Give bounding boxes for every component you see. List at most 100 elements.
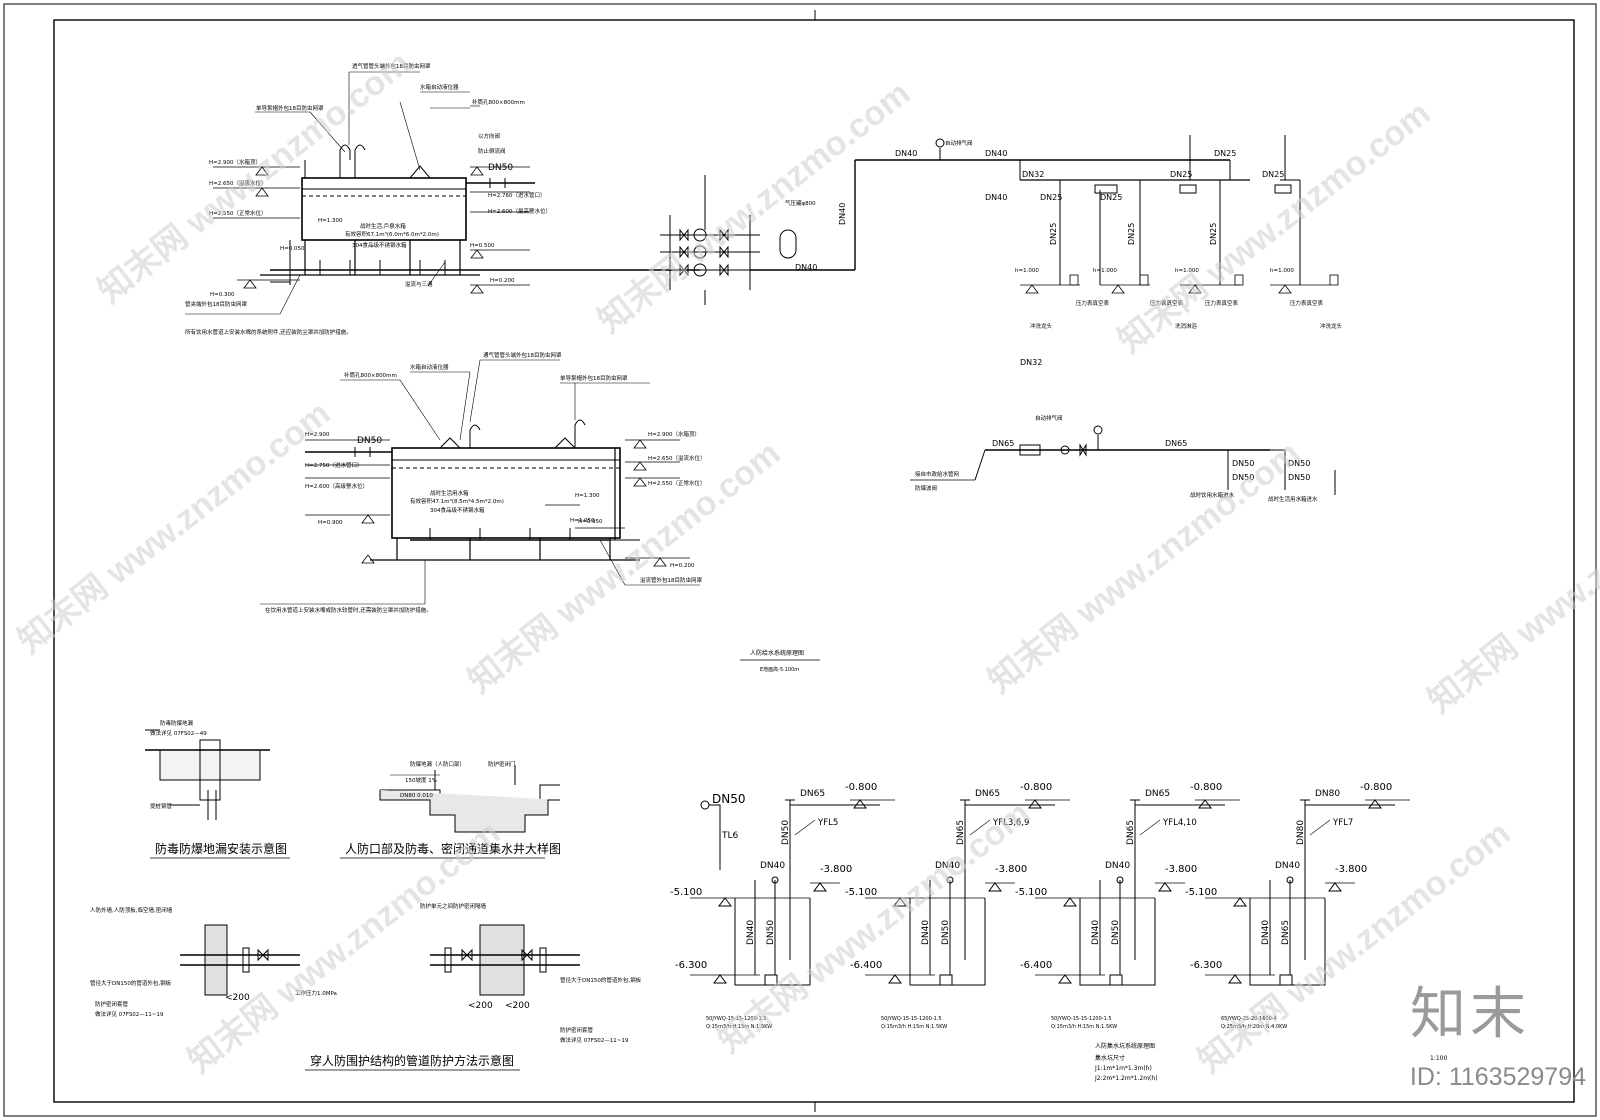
- leader2-2: 水箱自动液位器: [410, 363, 449, 371]
- leader-7: 溢流与三通: [405, 280, 433, 288]
- sump-riser-dn: DN65: [1126, 820, 1136, 845]
- sump-level-mid: -3.800: [995, 864, 1027, 875]
- municipal-supply-diagram: [910, 425, 1336, 495]
- sump-level-top: -0.800: [1360, 782, 1392, 793]
- sump-level-top: -0.800: [1020, 782, 1052, 793]
- upper-water-tank-diagram: [185, 71, 700, 315]
- sump-bottom-level: -6.300: [1190, 960, 1222, 971]
- id-watermark: ID: 1163529794: [1409, 1063, 1586, 1091]
- sump-floor-level: -5.100: [670, 887, 702, 898]
- level-3: H=2.550（正常水位）: [209, 209, 267, 217]
- dn-14: DN25: [1209, 223, 1218, 245]
- h-1: h=1.000: [1015, 268, 1039, 274]
- sump-system-4: DN80DN80-0.800YFL7DN40-3.800-5.100-6.300…: [1185, 782, 1410, 1030]
- sump-out-dn: DN40: [921, 920, 931, 945]
- sump-riser-dn: DN65: [956, 820, 966, 845]
- pump-annotations: 气压罐φ800 自动排气阀 压力表真空表 压力表真空表 压力表真空表 压力表真空…: [785, 139, 1343, 330]
- level-10: H=0.200: [490, 278, 515, 284]
- sump-out-dn2: DN50: [1111, 920, 1121, 945]
- s-dn-5: DN50: [1288, 459, 1310, 468]
- floor-drain-labels: 防毒防爆地漏 做法详见 07FS02—49 提桩钢管: [150, 719, 207, 810]
- gauge-2: 压力表真空表: [1150, 299, 1184, 307]
- fd-ref: 做法详见 07FS02—49: [150, 729, 207, 737]
- s-dn-3: DN50: [1232, 459, 1254, 468]
- level-1: H=2.900（水箱顶）: [209, 158, 261, 166]
- sd-left: 防爆地漏（人防口部）: [410, 760, 465, 768]
- faucet-2: 冲洗龙头: [1320, 322, 1343, 330]
- lower-tank-note: 在饮用水管道上安装水嘴或防水较管时,还需装防尘罩并加防护措施。: [265, 606, 432, 614]
- sump-sizes: 人防集水坑系统原理图 集水坑尺寸 J1:1m*1m*1.3m(h) J2:2m*…: [1094, 1042, 1447, 1082]
- pp-right-3: 防护密闭套管: [560, 1026, 594, 1034]
- sump-system-1: DN65DN50-0.800YFL5DN40-3.800-5.100-6.300…: [670, 782, 895, 1030]
- lvl2-10: H=0.200: [670, 563, 695, 569]
- lvl2-11: H=0.900: [318, 520, 343, 526]
- sump-pump-flow: Q:15m3/h H:15m N:1.5KW: [1051, 1024, 1117, 1030]
- fd-bottom: 提桩钢管: [150, 802, 173, 810]
- sump-yfl: YFL7: [1332, 818, 1353, 828]
- sump-pump-spec: 50JYWQ-15-15-1200-1.5: [1051, 1016, 1112, 1022]
- s-dn-4: DN50: [1232, 473, 1254, 482]
- sump-system-2: DN65DN65-0.800YFL3,6,9DN40-3.800-5.100-6…: [845, 782, 1070, 1030]
- sump-out-dn2: DN50: [766, 920, 776, 945]
- supply-note-5: 战时生活用水箱进水: [1268, 495, 1318, 503]
- dn-4: DN40: [795, 263, 817, 272]
- air-vent-label: 自动排气阀: [945, 139, 973, 147]
- sump-floor-level: -5.100: [1015, 887, 1047, 898]
- leader-6: 防止倒流阀: [478, 147, 506, 155]
- lvl2-1: H=2.900: [305, 432, 330, 438]
- outer-frame: [3, 3, 1597, 1117]
- sump-floor-level: -5.100: [845, 887, 877, 898]
- system-diagram-title: 人防给水系统原理图: [750, 649, 804, 657]
- pipe-protection-dims: <200 <200 <200: [225, 993, 530, 1011]
- dn-8: DN25: [1040, 193, 1062, 202]
- sump-pump-spec: 65JYWQ-25-20-1600-4: [1221, 1016, 1277, 1022]
- level-7: H=0.050: [280, 246, 305, 252]
- pipe-protection-detail: [180, 924, 580, 996]
- s-dn-1: DN65: [992, 439, 1014, 448]
- level-8: H=0.500: [470, 243, 495, 249]
- leader-8: 管夹端外包18目防虫网罩: [185, 300, 247, 308]
- dn-2: DN40: [985, 149, 1007, 158]
- sump-riser-dn: DN80: [1296, 820, 1306, 845]
- pp-left-2: 管径大于DN150的管道外包,钢板: [90, 979, 172, 987]
- pp-pressure: 工作压力1.0MPa: [295, 989, 337, 997]
- sump-pump-spec: 50JYWQ-15-15-1200-1.5: [706, 1016, 767, 1022]
- supply-note-2: 防爆波阀: [915, 484, 937, 492]
- leader-3: 单导泵帽外包18目防虫网罩: [256, 104, 324, 112]
- lower-tank-material: 304食品级不锈钢水箱: [430, 506, 485, 514]
- pump-and-distribution-diagram: [660, 135, 1339, 305]
- leader-4: 补筒孔800×800mm: [472, 98, 525, 106]
- sump-level-mid: -3.800: [1165, 864, 1197, 875]
- lvl2-6: H=2.550（正常水位）: [648, 479, 706, 487]
- pp-right-4: 做法详见 07FS02—11~19: [560, 1036, 629, 1044]
- lower-tank-capacity: 有效容积47.1m³(8.5m*4.5m*2.0m): [410, 497, 504, 505]
- sump-size-j1: J1:1m*1m*1.3m(h): [1094, 1065, 1152, 1072]
- pp-left-4: 做法详见 07FS02—11~19: [95, 1010, 164, 1018]
- sump-extra-dn: DN50: [712, 792, 746, 806]
- sump-bottom-level: -6.400: [850, 960, 882, 971]
- sd-right: 防护密闭门: [488, 760, 516, 768]
- dn-3: DN40: [838, 203, 847, 225]
- sump-pump-flow: Q:15m3/h H:15m N:1.5KW: [706, 1024, 772, 1030]
- upper-tank-name: 战时生活,戶泉水箱: [360, 222, 406, 230]
- sump-size-j2: J2:2m*1.2m*1.2m(h): [1094, 1075, 1158, 1082]
- sump-yfl: YFL5: [817, 818, 838, 828]
- upper-tank-material: 304食品级不锈钢水箱: [352, 241, 407, 249]
- sump-pump-flow: Q:25m3/h H:20m N:4.0KW: [1221, 1024, 1287, 1030]
- pp-left-1: 人防外墙,人防顶板,临空墙,密闭墙: [90, 906, 173, 914]
- sump-yfl: YFL4,10: [1162, 818, 1197, 828]
- dn-7: DN32: [1022, 170, 1044, 179]
- pump-dn-labels: DN40 DN40 DN40 DN40 DN40 DN25 DN32 DN25 …: [795, 149, 1284, 272]
- pp-right-2: 管径大于DN150的管道外包,钢板: [560, 976, 642, 984]
- shower-label: 洗消淋浴: [1175, 322, 1198, 330]
- leader2-5: 溢流管外包18目防虫网罩: [640, 576, 702, 584]
- sheet-scale: 1:100: [1430, 1055, 1447, 1062]
- dn-9: DN25: [1100, 193, 1122, 202]
- lvl2-7: H=1.300: [575, 493, 600, 499]
- sump-detail-labels: 防爆地漏（人防口部） 防护密闭门 150坡度 1% DN80 0.010: [400, 760, 516, 799]
- faucet-1: 冲洗龙头: [1030, 322, 1053, 330]
- level-9: H=0.300: [210, 292, 235, 298]
- lvl2-2: H=2.750（进水管口）: [305, 461, 363, 469]
- level-2: H=2.650（溢流水位）: [209, 179, 267, 187]
- supply-dn-labels: DN65 DN65 DN50 DN50 DN50 DN50: [992, 439, 1310, 482]
